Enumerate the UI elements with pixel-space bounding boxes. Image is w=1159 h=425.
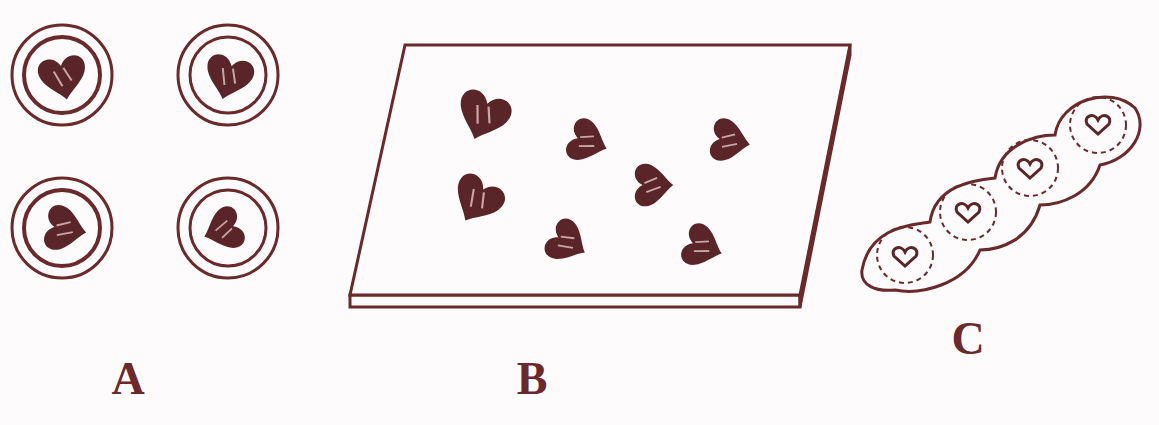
heart-outlines-c	[893, 116, 1110, 266]
cells-a	[12, 25, 278, 278]
figure-letter: B	[517, 352, 548, 405]
figure-letter: C	[951, 312, 984, 365]
chain-c	[862, 97, 1140, 291]
figure-letter: A	[111, 352, 144, 405]
slab-b	[350, 45, 850, 307]
